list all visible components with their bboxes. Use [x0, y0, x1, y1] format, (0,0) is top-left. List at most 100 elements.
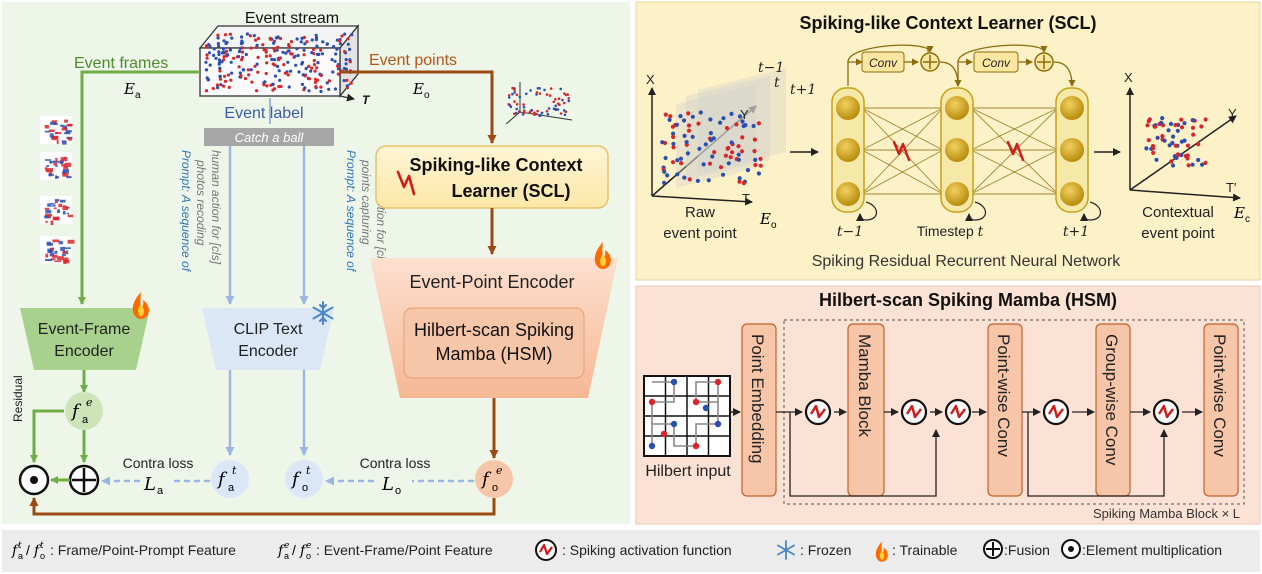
class-label-text: Catch a ball — [235, 130, 305, 145]
point-feature-feedback-arrow — [29, 497, 496, 516]
mini-point-cloud — [505, 82, 573, 125]
ctx-event-label-line1: Contextual — [1142, 204, 1214, 221]
class-label-box — [204, 128, 334, 146]
svg-text:photos recoding: photos recoding — [194, 159, 208, 246]
spike-icon — [396, 170, 416, 196]
svg-text:a: a — [228, 482, 235, 494]
spiking-mamba-block-caption: Spiking Mamba Block × L — [1093, 506, 1240, 521]
raw-event-label-line1: Raw — [685, 204, 715, 221]
hsm-block-group-wise-conv[interactable]: Group-wise Conv — [1095, 323, 1131, 497]
scl-module-line2: Learner (SCL) — [451, 181, 570, 201]
clip-text-encoder[interactable] — [202, 308, 334, 370]
hilbert-input-label: Hilbert input — [645, 463, 731, 480]
svg-text:Prompt: A sequence of: Prompt: A sequence of — [179, 150, 193, 273]
prompt1-text: Prompt: A sequence of photos recoding hu… — [179, 150, 223, 273]
event-points-label: Event points — [369, 52, 457, 69]
spike-function-icon — [535, 539, 557, 561]
svg-text:a: a — [157, 485, 164, 497]
ctx-axis-x: X — [1124, 70, 1133, 85]
hsm-block-point-wise-conv[interactable]: Point-wise Conv — [987, 323, 1023, 497]
snowflake-icon — [312, 301, 334, 325]
hsm-block-label: Mamba Block — [855, 334, 874, 437]
epe-title: Event-Point Encoder — [409, 272, 574, 292]
point-prompt-feature-node — [285, 460, 323, 498]
efe-line1: Event-Frame — [38, 321, 131, 338]
svg-text:a: a — [18, 551, 23, 561]
svg-text:f: f — [33, 543, 42, 559]
svg-text:e: e — [86, 396, 93, 409]
efe-line2: Encoder — [54, 343, 114, 360]
legend-item4: : Frozen — [800, 542, 851, 558]
svg-text:o: o — [771, 220, 777, 231]
frame-feature-node — [65, 392, 103, 430]
srnn-footer: Spiking Residual Recurrent Neural Networ… — [812, 253, 1122, 270]
event-frame-encoder[interactable] — [20, 308, 150, 370]
clip-line2: Encoder — [238, 343, 298, 360]
spike-activation-icon — [1042, 398, 1070, 426]
loss-o-label: L o — [381, 474, 401, 497]
contra-loss-a-label: Contra loss — [123, 455, 194, 471]
time-axis-label: T — [362, 93, 371, 107]
legend-item2: : Event-Frame/Point Feature — [316, 542, 493, 558]
svg-text:E: E — [412, 80, 424, 98]
hsm-block-mamba-block[interactable]: Mamba Block — [847, 323, 885, 497]
scl-module-line1: Spiking-like Context — [409, 155, 582, 175]
hsm-block-point-embedding[interactable]: Point Embedding — [741, 323, 777, 497]
hsm-module-line2: Mamba (HSM) — [435, 344, 552, 364]
svg-text:L: L — [381, 474, 394, 495]
event-points-arrow — [340, 70, 497, 144]
svg-text:human action for [cls]: human action for [cls] — [209, 150, 223, 265]
residual-arrow — [30, 409, 64, 463]
svg-text:E: E — [123, 80, 135, 98]
contextual-event-plot — [1126, 87, 1241, 202]
legend-item6: :Fusion — [1004, 542, 1050, 558]
spike-icon — [1006, 140, 1025, 162]
svg-text:/: / — [26, 542, 30, 558]
legend-item7: :Element multiplication — [1082, 542, 1222, 558]
svg-text:e: e — [496, 464, 503, 477]
srnn-network — [831, 44, 1102, 222]
spike-activation-icon — [1152, 398, 1180, 426]
spike-icon — [892, 140, 911, 162]
svg-text:L: L — [143, 474, 156, 495]
hsm-panel-title: Hilbert-scan Spiking Mamba (HSM) — [819, 290, 1117, 310]
fusion-icon — [983, 539, 1003, 559]
frame-prompt-feature-node — [211, 460, 249, 498]
svg-text:Prompt: A sequence of: Prompt: A sequence of — [344, 150, 358, 273]
event-frames-arrow — [78, 70, 200, 305]
svg-text:f: f — [277, 543, 286, 559]
svg-text:t: t — [40, 541, 44, 551]
E-a-label: E a — [123, 80, 141, 101]
raw-event-plot — [648, 68, 786, 206]
clip-line1: CLIP Text — [234, 321, 303, 338]
svg-text:e: e — [284, 541, 289, 551]
scl-panel-title: Spiking-like Context Learner (SCL) — [799, 13, 1096, 33]
hsm-module-box[interactable] — [403, 307, 585, 379]
event-stream-cube — [198, 24, 360, 102]
raw-axis-y: Y — [740, 107, 749, 122]
event-frame-thumbnails — [40, 116, 75, 264]
spike-activation-icon — [804, 398, 832, 426]
fire-icon — [875, 541, 888, 562]
hsm-block-label: Point Embedding — [748, 334, 767, 463]
svg-text:f: f — [299, 543, 308, 559]
point-feature-node — [475, 460, 513, 498]
timestep-label: Timestep t — [917, 223, 984, 240]
hsm-block-label: Point-wise Conv — [994, 334, 1013, 457]
svg-text:o: o — [302, 482, 308, 494]
raw-axis-t: T — [742, 191, 750, 206]
residual-label: Residual — [11, 375, 25, 422]
col1-label: t−1 — [837, 224, 863, 240]
hsm-block-point-wise-conv[interactable]: Point-wise Conv — [1203, 323, 1239, 497]
hilbert-input-grid — [643, 375, 731, 457]
svg-text:a: a — [284, 551, 289, 561]
svg-text:t: t — [306, 464, 311, 477]
legend-item1: : Frame/Point-Prompt Feature — [50, 542, 236, 558]
spike-activation-icon — [900, 398, 928, 426]
legend-item3: : Spiking activation function — [562, 542, 732, 558]
fire-icon — [132, 292, 149, 319]
